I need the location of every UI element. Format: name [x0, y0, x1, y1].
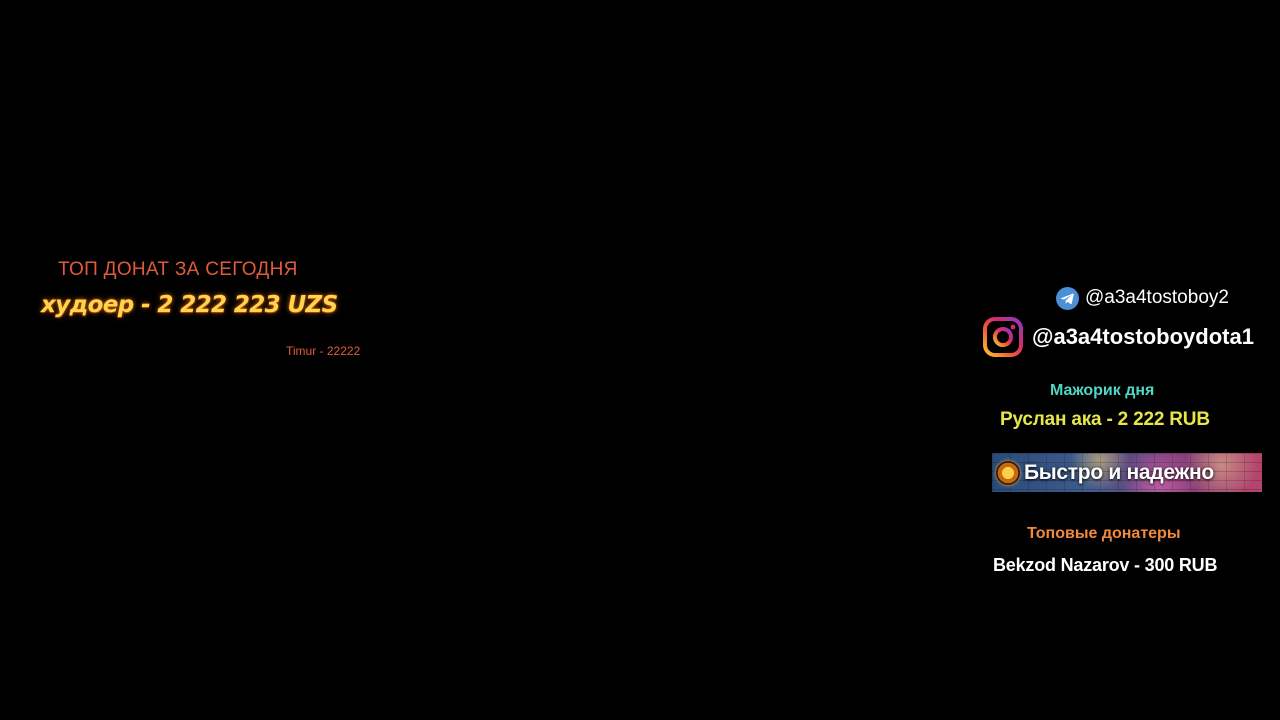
- instagram-icon: [982, 316, 1024, 358]
- majorik-of-day-label: Мажорик дня: [1050, 382, 1155, 399]
- promo-banner: Быстро и надежно: [992, 453, 1262, 492]
- top-donation-today-value: худоер - 2 222 223 UZS: [41, 292, 338, 318]
- majorik-of-day-value: Руслан ака - 2 222 RUB: [1000, 409, 1210, 430]
- telegram-row: @a3a4tostoboy2: [1056, 286, 1229, 310]
- top-donators-label: Топовые донатеры: [1027, 525, 1181, 542]
- instagram-row: @a3a4tostoboydota1: [982, 316, 1254, 358]
- instagram-handle: @a3a4tostoboydota1: [1032, 324, 1254, 349]
- telegram-handle: @a3a4tostoboy2: [1085, 287, 1229, 308]
- promo-logo-icon: [996, 460, 1020, 485]
- telegram-icon: [1056, 286, 1079, 310]
- top-donation-today-sub: Timur - 22222: [286, 344, 361, 358]
- top-donation-today-label: ТОП ДОНАТ ЗА СЕГОДНЯ: [58, 259, 298, 280]
- top-donators-value: Bekzod Nazarov - 300 RUB: [993, 555, 1218, 575]
- promo-banner-text: Быстро и надежно: [1024, 460, 1214, 484]
